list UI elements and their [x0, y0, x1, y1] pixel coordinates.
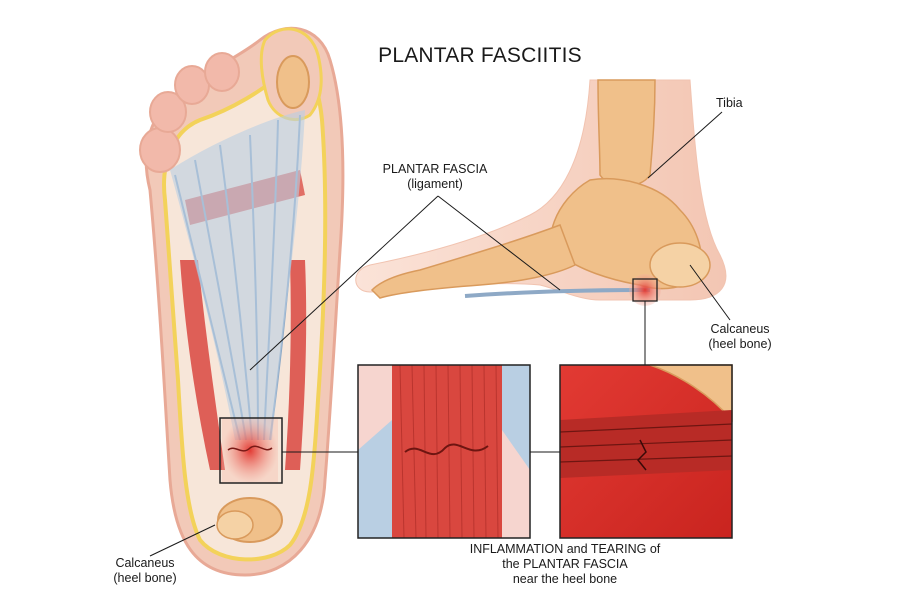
tibia-label: Tibia — [716, 96, 743, 110]
caption-line-2: the PLANTAR FASCIA — [502, 557, 628, 571]
side-plantar-fascia — [464, 288, 651, 298]
toe-2 — [149, 91, 187, 133]
foot-sole-illustration — [139, 26, 345, 577]
calcaneus-right-sublabel: (heel bone) — [708, 337, 772, 351]
zoom-fibres-muscle — [392, 365, 502, 538]
diagram-title: PLANTAR FASCIITIS — [378, 44, 582, 67]
plantar-fascia-label: PLANTAR FASCIA — [382, 162, 488, 176]
caption-line-3: near the heel bone — [512, 572, 618, 586]
caption-line-1: INFLAMMATION and TEARING of — [469, 542, 661, 556]
sole-muscle-right — [285, 260, 307, 470]
sole-tear-line — [227, 445, 273, 452]
pointer-lines — [149, 111, 731, 557]
toe-1 — [139, 127, 181, 173]
tibia-bone — [597, 79, 656, 187]
metatarsal-bones — [370, 224, 576, 299]
sole-zoom-box — [219, 417, 283, 484]
side-calcaneus-bone — [649, 242, 711, 288]
calcaneus-left-sublabel: (heel bone) — [113, 571, 177, 585]
plantar-fascia-sublabel: (ligament) — [407, 177, 463, 191]
zoom-fibres-blue-right — [502, 365, 530, 470]
zoom-panel-side — [559, 364, 733, 539]
plantar-fascia-body — [170, 110, 305, 440]
big-toe-bone — [276, 55, 310, 109]
toe-4 — [204, 52, 240, 92]
calcaneus-right-label: Calcaneus — [710, 322, 770, 336]
zoom-fibres-blue-left — [358, 420, 392, 538]
sole-muscle-left — [180, 260, 225, 470]
sole-calcaneus-bone-2 — [216, 510, 254, 540]
foot-side-illustration — [355, 79, 727, 306]
side-inflamed-area — [629, 274, 661, 306]
zoom-side-tear — [636, 439, 647, 471]
zoom-fibres-tear — [404, 443, 489, 455]
zoom-panel-fibres — [357, 364, 531, 539]
sole-inflamed-area — [222, 418, 278, 483]
toe-3 — [174, 65, 210, 105]
calcaneus-left-label: Calcaneus — [115, 556, 175, 570]
